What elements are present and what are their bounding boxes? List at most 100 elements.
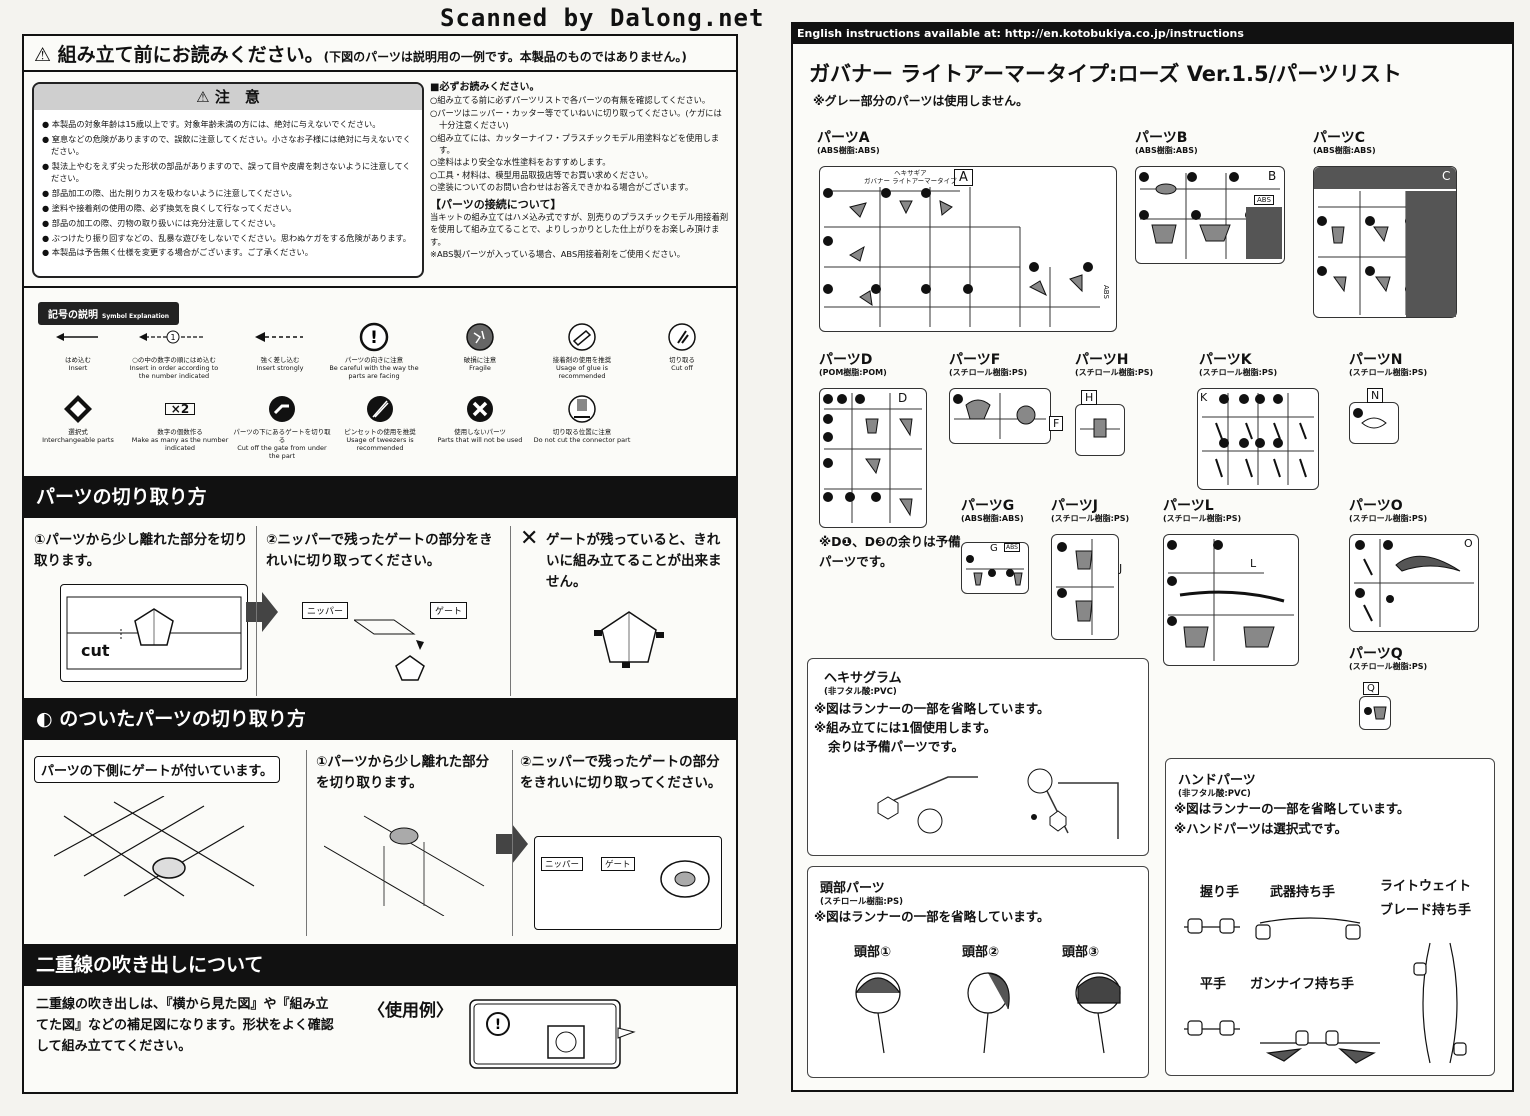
runner-o: O	[1349, 534, 1479, 632]
list-item: 部品の加工の際、刃物の取り扱いには充分注意してください。	[42, 217, 418, 229]
divider	[256, 526, 257, 696]
head-label-2: 頭部②	[962, 945, 1000, 960]
hexagram-box: ヘキサグラム (非フタル酸:PVC) ※図はランナーの一部を省略しています。 ※…	[807, 658, 1149, 856]
runner-letter: J	[1119, 562, 1123, 575]
part-f-header: パーツF(スチロール樹脂:PS)	[949, 352, 1028, 377]
runner-n	[1349, 402, 1399, 444]
fragile-icon	[430, 320, 530, 354]
cut-step-2: ②ニッパーで残ったゲートの部分をきれいに切り取ってください。	[266, 532, 493, 569]
double-balloon-illustration: !	[468, 998, 638, 1078]
part-g-header: パーツG(ABS樹脂:ABS)	[961, 498, 1024, 523]
parts-list-title: ガバナー ライトアーマータイプ:ローズ Ver.1.5/パーツリスト	[809, 62, 1402, 86]
unused-gray-area	[1406, 191, 1456, 317]
part-d-header: パーツD(POM樹脂:POM)	[819, 352, 887, 377]
joint-text: 当キットの組み立てはハメ込み式ですが、別売りのプラスチックモデル用接着剤を使用し…	[430, 212, 729, 247]
english-instructions-bar: English instructions available at: http:…	[793, 24, 1512, 44]
cut-position-icon	[532, 392, 632, 426]
runner-j	[1051, 534, 1119, 640]
hand-label-blade: ブレード持ち手	[1380, 903, 1472, 918]
runner-grid-illustration	[53, 795, 284, 910]
unused-gray-area	[1246, 207, 1282, 259]
hand-illustrations	[1184, 917, 1467, 1064]
abs-tag: ABS	[1004, 543, 1020, 552]
list-item: 部品加工の際、出た削りカスを吸わないように注意してください。	[42, 187, 418, 199]
runner-letter: A	[954, 169, 973, 186]
tweezers-icon	[330, 392, 430, 426]
unused-icon	[430, 392, 530, 426]
list-item: 製法上やむをえず尖った形状の部品がありますので、誤って目や皮膚を刺さないように注…	[42, 160, 418, 185]
list-item: 組み立てには、カッターナイフ・プラスチックモデル用塗料などを使用します。	[430, 132, 730, 157]
gate-label: ゲート	[430, 602, 468, 619]
head-parts-box: 頭部パーツ (スチロール樹脂:PS) ※図はランナーの一部を省略しています。 頭…	[807, 866, 1149, 1078]
runner-g: G ABS	[961, 542, 1029, 594]
part-o-header: パーツO(スチロール樹脂:PS)	[1349, 498, 1428, 523]
glue-icon	[532, 320, 632, 354]
part-c-header: パーツC(ABS樹脂:ABS)	[1313, 130, 1376, 155]
gate-step-1: ①パーツから少し離れた部分を切り取ります。	[316, 754, 490, 791]
cut-step-3: ゲートが残っていると、きれいに組み立てることが出来ません。	[546, 532, 722, 590]
read-first-box: ■必ずお読みください。 組み立てる前に必ずパーツリストで各パーツの有無を確認して…	[430, 82, 730, 261]
runner-a: ヘキサギアガバナー ライトアーマータイプ A ABS	[819, 166, 1117, 332]
cut-label: cut	[81, 641, 110, 660]
part-n-header: パーツN(スチロール樹脂:PS)	[1349, 352, 1428, 377]
section-cut-title: パーツの切り取り方	[24, 476, 736, 518]
usage-example-label: 〈使用例〉	[368, 1001, 453, 1021]
part-h-header: パーツH(スチロール樹脂:PS)	[1075, 352, 1154, 377]
nipper-label: ニッパー	[541, 857, 584, 871]
abs-tag: ABS	[1102, 285, 1110, 299]
ng-cross-icon: ✕	[520, 526, 539, 551]
section-gate-title: ◐ のついたパーツの切り取り方	[24, 698, 736, 740]
read-title: ■必ずお読みください。	[430, 82, 540, 93]
abs-tag: ABS	[1254, 195, 1274, 205]
hand-label-flat: 平手	[1200, 977, 1227, 992]
runner-letter: G	[990, 543, 998, 554]
hand-label-weapon: 武器持ち手	[1270, 885, 1336, 900]
head-illustrations	[855, 972, 1121, 1054]
arrow-insert-icon	[28, 320, 128, 354]
d-spare-note: ※D❶、D❸の余りは予備パーツです。	[819, 534, 961, 569]
runner-l: L	[1163, 534, 1299, 666]
part-j-header: パーツJ(スチロール樹脂:PS)	[1051, 498, 1130, 523]
runner-letter: B	[1268, 169, 1277, 183]
runner-f	[949, 388, 1051, 444]
runner-letter: K	[1200, 391, 1208, 404]
hand-label-lightweight: ライトウェイト	[1380, 879, 1472, 894]
list-item: 工具・材料は、模型用品取扱店等でお買い求めください。	[430, 169, 730, 181]
divider	[24, 286, 736, 288]
caution-box: ⚠ 注 意 本製品の対象年齢は15歳以上です。対象年齢未満の方には、絶対に与えな…	[32, 82, 424, 278]
attention-icon: !	[324, 320, 424, 354]
select-icon	[28, 392, 128, 426]
caution-heading: ⚠ 注 意	[34, 84, 422, 110]
svg-text:!: !	[370, 328, 378, 348]
runner-c: C	[1313, 166, 1457, 318]
list-item: パーツはニッパー・カッター等でていねいに切り取ってください。(ケガには十分注意く…	[430, 107, 730, 132]
list-item: 窒息などの危険がありますので、誤飲に注意してください。小さなお子様には絶対に与え…	[42, 133, 418, 158]
gray-parts-note: ※グレー部分のパーツは使用しません。	[813, 94, 1029, 108]
scan-header: Scanned by Dalong.net	[440, 4, 765, 32]
arrow-right-icon	[246, 592, 278, 636]
arrow-numbered-icon: 1	[124, 320, 224, 354]
svg-text:1: 1	[170, 333, 175, 342]
part-a-header: パーツA(ABS樹脂:ABS)	[817, 130, 880, 155]
under-gate-icon: ◐	[36, 708, 60, 730]
runner-letter: H	[1081, 390, 1098, 405]
cut-diagram-1: cut	[60, 584, 248, 682]
gate-step2-box: ニッパー ゲート	[534, 836, 722, 930]
part-k-header: パーツK(スチロール樹脂:PS)	[1199, 352, 1278, 377]
list-item: 本製品の対象年齢は15歳以上です。対象年齢未満の方には、絶対に与えないでください…	[42, 118, 418, 130]
gate-step-2: ②ニッパーで残ったゲートの部分をきれいに切り取ってください。	[520, 754, 722, 791]
divider	[306, 750, 307, 936]
gate-label: ゲート	[601, 857, 635, 871]
balloon-text: 二重線の吹き出しは、『横から見た図』や『組み立てた図』などの補足図になります。形…	[36, 997, 334, 1054]
list-item: 本製品は予告無く仕様を変更する場合がございます。ご了承ください。	[42, 246, 418, 258]
list-item: 塗装についてのお問い合わせはお答えできかねる場合がございます。	[430, 181, 730, 193]
